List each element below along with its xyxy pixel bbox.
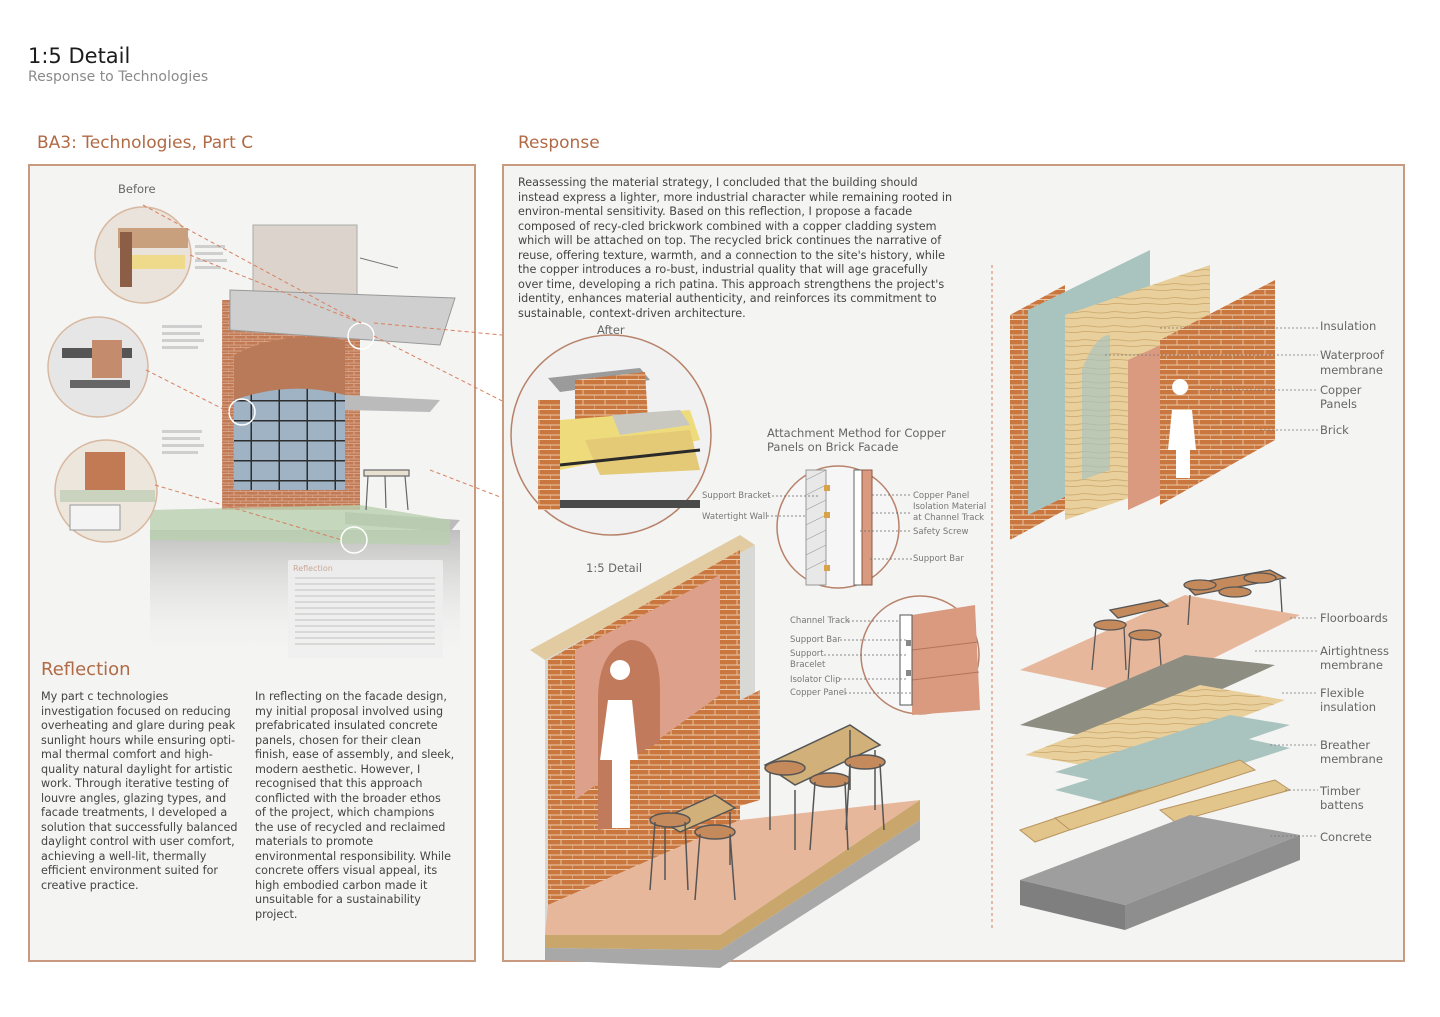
attachment-title-1: Attachment Method for Copper <box>767 426 946 440</box>
label-support-bracket: Support Bracket <box>702 491 771 501</box>
reflection-col2: In reflecting on the facade design, my i… <box>255 690 455 921</box>
layer-insulation: Insulation <box>1320 319 1377 333</box>
layer-concrete: Concrete <box>1320 830 1372 844</box>
label-clip-copper-panel: Copper Panel <box>790 688 847 698</box>
layer-waterproof-membrane: membrane <box>1320 363 1383 377</box>
label-isolation-material: Isolation Material <box>913 502 987 512</box>
layer-copper-panels: Panels <box>1320 397 1358 411</box>
label-isolator-clip: Isolator Clip <box>790 675 841 685</box>
label-watertight-wall: Watertight Wall <box>702 512 768 522</box>
label-support: Support <box>790 649 824 659</box>
layer-timber: Timber <box>1320 784 1361 798</box>
layer-waterproof: Waterproof <box>1320 348 1384 362</box>
reflection-heading: Reflection <box>41 659 131 680</box>
label-support-bar: Support Bar <box>913 554 964 564</box>
detail-label: 1:5 Detail <box>586 561 643 575</box>
layer-copper: Copper <box>1320 383 1362 397</box>
attachment-title-2: Panels on Brick Facade <box>767 440 899 454</box>
reflection-col1: My part c technologies investigation foc… <box>41 690 238 892</box>
layer-brick: Brick <box>1320 423 1349 437</box>
label-clip-support-bar: Support Bar <box>790 635 841 645</box>
right-section-title: Response <box>518 133 600 153</box>
label-safety-screw: Safety Screw <box>913 527 969 537</box>
label-copper-panel: Copper Panel <box>913 491 970 501</box>
page-title: 1:5 Detail <box>28 44 131 68</box>
layer-timber-battens: battens <box>1320 798 1364 812</box>
layer-flexible-insulation: insulation <box>1320 700 1377 714</box>
label-channel-track: Channel Track <box>790 616 850 626</box>
page-subtitle: Response to Technologies <box>28 69 209 85</box>
before-label: Before <box>118 182 156 196</box>
label-at-channel-track: at Channel Track <box>913 513 985 523</box>
reflection-card-label: Reflection <box>293 564 333 573</box>
layer-flexible: Flexible <box>1320 686 1365 700</box>
layer-airtightness-membrane: membrane <box>1320 658 1383 672</box>
layer-breather-membrane: membrane <box>1320 752 1383 766</box>
layer-breather: Breather <box>1320 738 1371 752</box>
response-intro: Reassessing the material strategy, I con… <box>518 176 953 320</box>
label-bracelet: Bracelet <box>790 660 826 670</box>
layer-airtightness: Airtightness <box>1320 644 1389 658</box>
left-section-title: BA3: Technologies, Part C <box>37 133 254 153</box>
layer-floorboards: Floorboards <box>1320 611 1388 625</box>
after-label: After <box>597 323 625 337</box>
